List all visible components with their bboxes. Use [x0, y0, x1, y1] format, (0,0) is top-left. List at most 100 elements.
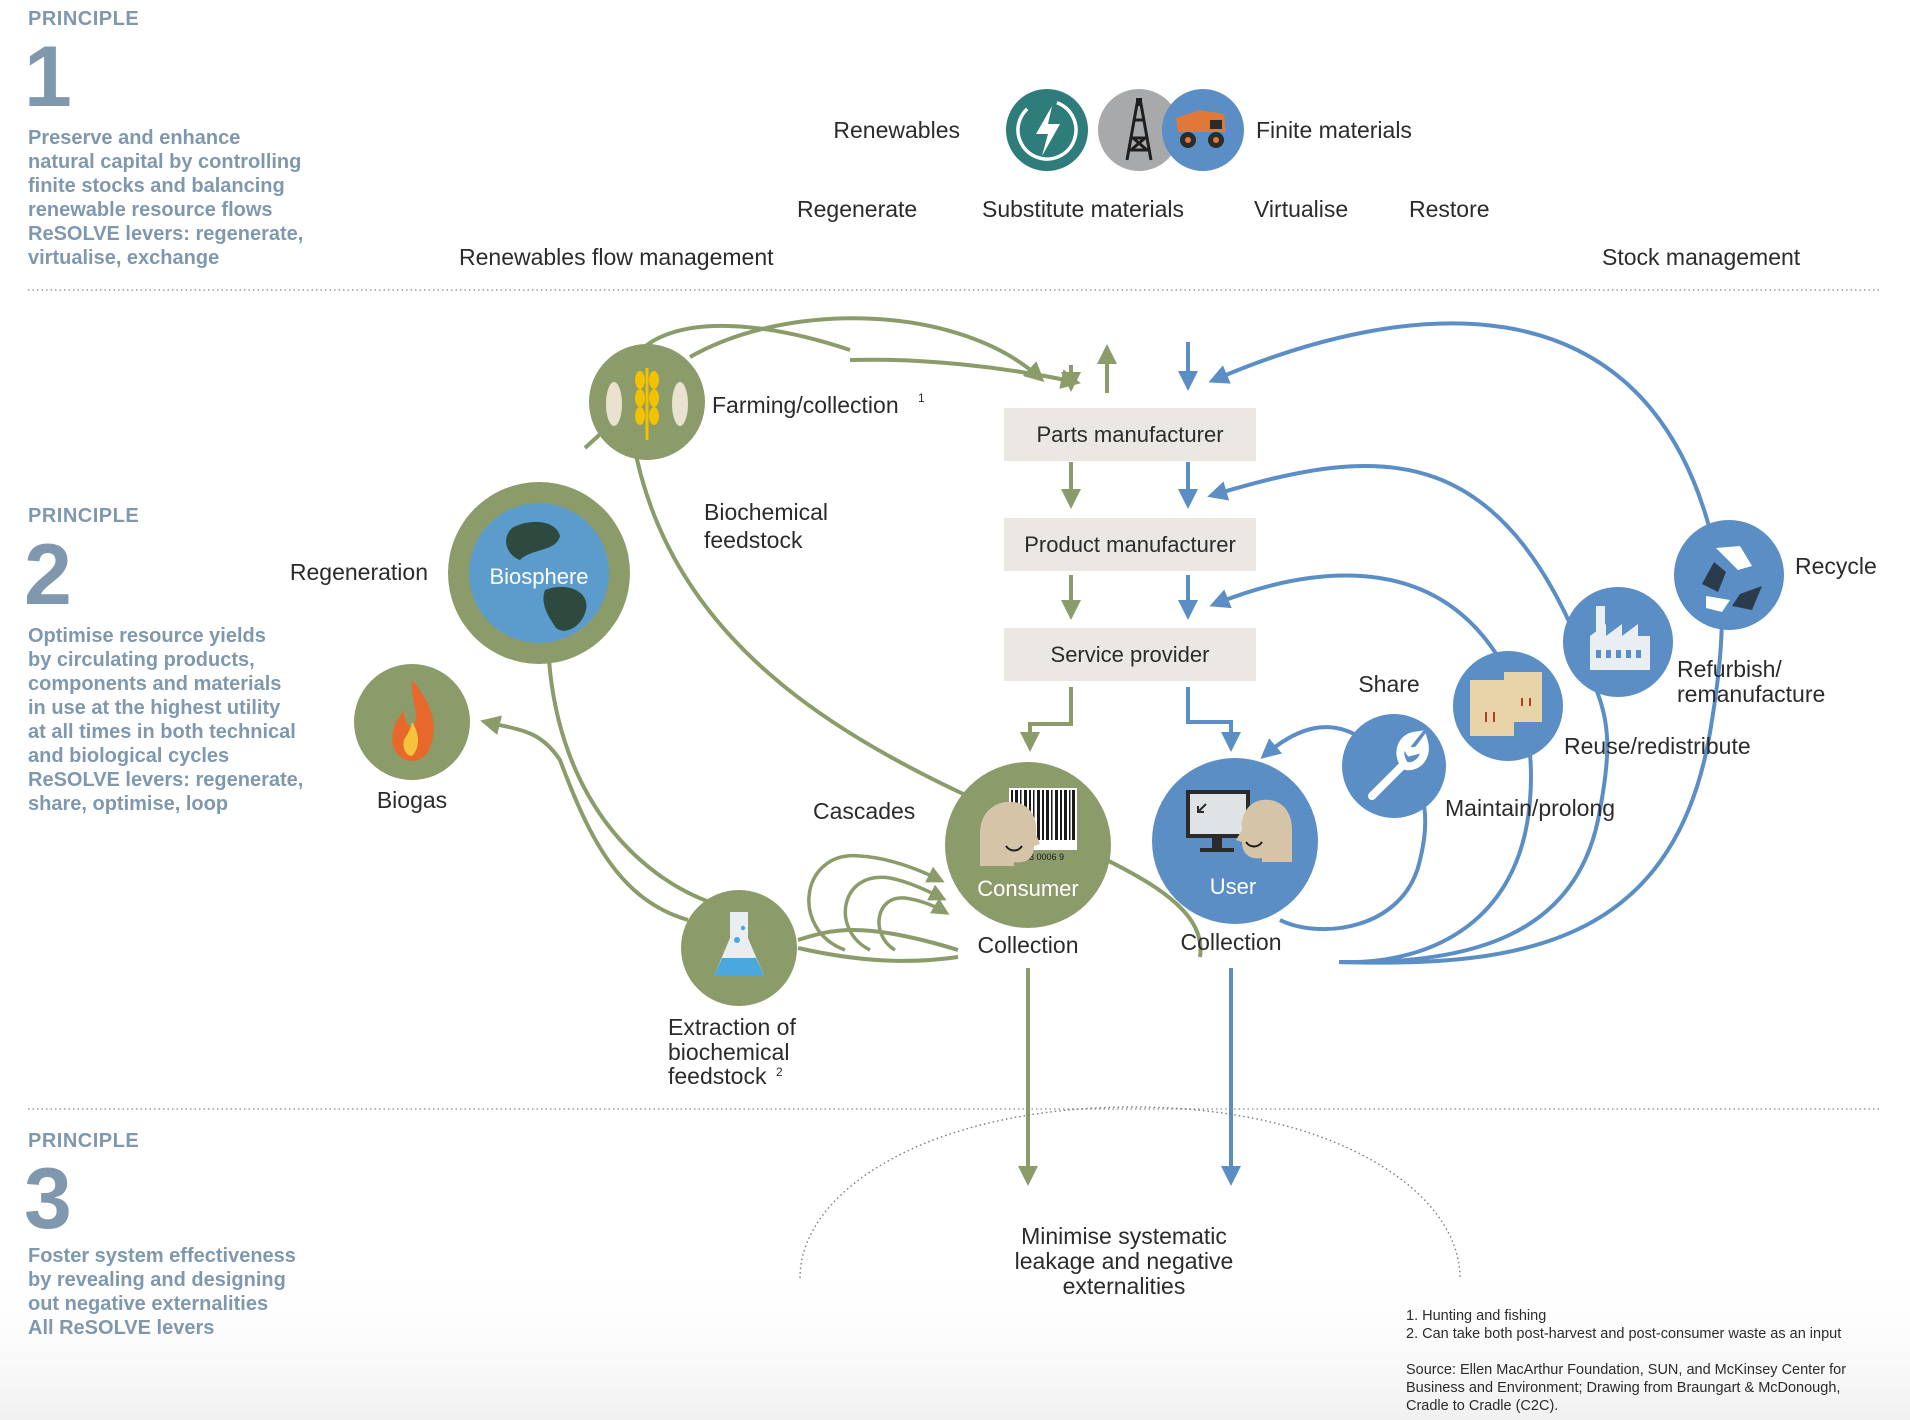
biochemical-feedstock-loop: [622, 323, 1203, 958]
principle-1-line: ReSOLVE levers: regenerate,: [28, 223, 303, 245]
biogas-label: Biogas: [377, 787, 447, 813]
flow-extraction-to-biogas: [480, 715, 689, 922]
source-line: Business and Environment; Drawing from B…: [1406, 1380, 1840, 1396]
principle-1-line: renewable resource flows: [28, 199, 273, 221]
source-line: Cradle to Cradle (C2C).: [1406, 1398, 1558, 1414]
regenerate-label: Regenerate: [797, 196, 917, 222]
maintain-label: Maintain/prolong: [1445, 795, 1615, 821]
extraction-node: [681, 890, 797, 1006]
arrow-service-to-consumer: [1020, 687, 1073, 752]
flow-feedstock-to-parts: [849, 357, 1081, 389]
refurbish-label: remanufacture: [1677, 681, 1825, 707]
source-line: Source: Ellen MacArthur Foundation, SUN,…: [1406, 1362, 1846, 1378]
consumer-label: Consumer: [977, 876, 1078, 901]
arrow-refurbish-to-product: [1207, 463, 1610, 965]
share-node: [1342, 714, 1446, 818]
restore-label: Restore: [1409, 196, 1490, 222]
extraction-label: biochemical: [668, 1039, 789, 1065]
principle-3: PRINCIPLE 3 Foster system effectiveness …: [24, 1130, 296, 1339]
cascade-arrow: [877, 896, 950, 952]
footnote-1: 1. Hunting and fishing: [1406, 1308, 1546, 1324]
refurbish-label: Refurbish/: [1677, 656, 1782, 682]
principle-3-label: PRINCIPLE: [28, 1130, 139, 1152]
boxes-icon: [1470, 672, 1542, 736]
parts-manufacturer-label: Parts manufacturer: [1036, 422, 1223, 447]
virtualise-label: Virtualise: [1254, 196, 1348, 222]
cascade-arrow: [843, 875, 947, 952]
reuse-node: [1453, 651, 1563, 761]
stock-management-label: Stock management: [1602, 244, 1801, 270]
principle-2-line: ReSOLVE levers: regenerate,: [28, 769, 303, 791]
wheat-and-fish-icon: [606, 368, 688, 440]
principle-2-line: at all times in both technical: [28, 721, 296, 743]
footer-shade: [0, 1260, 1910, 1420]
principle-2-line: share, optimise, loop: [28, 793, 228, 815]
renewables-icon: [1006, 89, 1088, 171]
consumer-node: 03 0006 9 Consumer: [945, 762, 1111, 928]
user-label: User: [1210, 874, 1256, 899]
principle-2-number: 2: [24, 527, 72, 623]
principle-2: PRINCIPLE 2 Optimise resource yields by …: [24, 505, 303, 815]
computer-icon: [1186, 790, 1250, 852]
service-provider-label: Service provider: [1051, 642, 1210, 667]
principle-3-line: Foster system effectiveness: [28, 1245, 296, 1267]
principle-3-line: out negative externalities: [28, 1293, 268, 1315]
farming-label: Farming/collection: [712, 392, 899, 418]
flow-consumer-collection-to-extraction: [797, 946, 959, 963]
consumer-collection-label: Collection: [978, 932, 1079, 958]
wrench-icon: [1368, 730, 1429, 800]
link-biosphere-extraction: [547, 659, 719, 907]
finite-materials-label: Finite materials: [1256, 117, 1412, 143]
principle-2-line: and biological cycles: [28, 745, 229, 767]
substitute-materials-label: Substitute materials: [982, 196, 1184, 222]
principle-1-line: natural capital by controlling: [28, 151, 301, 173]
extraction-label: Extraction of: [668, 1014, 796, 1040]
biochemical-feedstock-label: feedstock: [704, 527, 803, 553]
extraction-footnote-marker: 2: [776, 1065, 783, 1079]
person-head-icon: [980, 801, 1040, 866]
principle-3-line: All ReSOLVE levers: [28, 1317, 214, 1339]
user-collection-label: Collection: [1181, 929, 1282, 955]
leakage-label: Minimise systematic: [1021, 1223, 1227, 1249]
person-head-icon: [1236, 799, 1292, 862]
recycle-label: Recycle: [1795, 553, 1877, 579]
principle-1-label: PRINCIPLE: [28, 8, 139, 30]
principle-2-line: Optimise resource yields: [28, 625, 266, 647]
principle-2-line: by circulating products,: [28, 649, 255, 671]
cascades-label: Cascades: [813, 798, 915, 824]
share-label: Share: [1358, 671, 1419, 697]
cascade-arrow: [807, 854, 945, 952]
principle-1-line: Preserve and enhance: [28, 127, 240, 149]
arrow-share-to-user: [1260, 725, 1359, 759]
flow-farming-to-parts: [689, 316, 1045, 383]
renewables-flow-label: Renewables flow management: [459, 244, 774, 270]
factory-icon: [1590, 606, 1650, 670]
regeneration-label: Regeneration: [290, 559, 428, 585]
flow-consumer-collection-to-extraction-2: [797, 928, 959, 952]
lightning-bolt-icon: [1036, 106, 1060, 156]
principle-1-line: finite stocks and balancing: [28, 175, 285, 197]
product-manufacturer-box: Product manufacturer: [1004, 518, 1256, 571]
arrow-service-to-user: [1186, 687, 1241, 752]
leakage-arc: [799, 1106, 1461, 1279]
reuse-label: Reuse/redistribute: [1564, 733, 1751, 759]
recycle-node: [1674, 520, 1784, 630]
farming-node: [589, 344, 705, 460]
principle-2-line: components and materials: [28, 673, 281, 695]
biochemical-feedstock-label: Biochemical: [704, 499, 828, 525]
leakage-label: leakage and negative: [1015, 1248, 1234, 1274]
user-node: User: [1152, 758, 1318, 924]
product-manufacturer-label: Product manufacturer: [1024, 532, 1236, 557]
parts-manufacturer-box: Parts manufacturer: [1004, 408, 1256, 461]
farming-footnote-marker: 1: [918, 391, 925, 405]
principle-1-number: 1: [24, 29, 72, 125]
principle-2-label: PRINCIPLE: [28, 505, 139, 527]
oil-derrick-icon: [1098, 89, 1180, 171]
biological-cycle-flows: [480, 316, 1203, 1186]
principle-3-line: by revealing and designing: [28, 1269, 286, 1291]
extraction-label: feedstock: [668, 1063, 767, 1089]
footnote-2: 2. Can take both post-harvest and post-c…: [1406, 1326, 1841, 1342]
globe-icon: [506, 521, 587, 631]
refurbish-node: [1563, 587, 1673, 697]
